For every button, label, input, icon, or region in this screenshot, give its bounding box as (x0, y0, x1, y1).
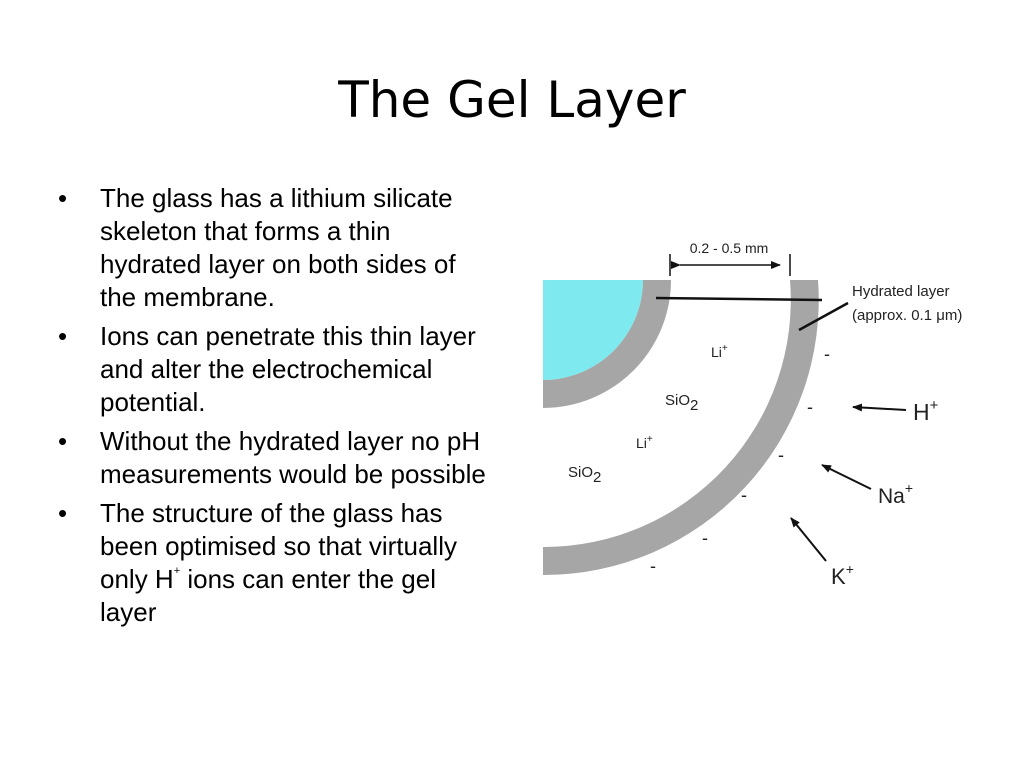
h-ion-arrow (852, 403, 907, 412)
bullet-text-part: ions can enter the gel layer (100, 564, 436, 627)
bullet-text: The structure of the glass has been opti… (100, 498, 457, 627)
negative-charge: - (778, 445, 784, 465)
dimension-label: 0.2 - 0.5 mm (690, 240, 769, 256)
negative-charge: - (824, 344, 830, 364)
h-superscript: + (173, 565, 181, 577)
slide-title: The Gel Layer (338, 71, 686, 129)
li-ion-label: Li+ (636, 434, 653, 451)
inner-solution-region (543, 280, 643, 380)
negative-charge: - (702, 528, 708, 548)
bullet-dot-icon: • (58, 498, 68, 528)
sio2-label: SiO2 (568, 464, 601, 486)
callout-line-outer (798, 301, 849, 332)
k-ion-arrow (790, 517, 827, 562)
bullet-item: • The structure of the glass has been op… (58, 497, 498, 629)
hydrated-layer-thickness: (approx. 0.1 μm) (852, 307, 962, 324)
callout-line-inner (655, 296, 823, 302)
negative-charge: - (741, 485, 747, 505)
inner-hydrated-layer (543, 280, 671, 408)
bullet-text: The glass has a lithium silicate skeleto… (100, 183, 456, 312)
sio2-label: SiO2 (665, 392, 698, 414)
negative-charge: - (650, 556, 656, 576)
bullet-text: Ions can penetrate this thin layer and a… (100, 321, 476, 417)
bullet-item: • Without the hydrated layer no pH measu… (58, 425, 498, 491)
na-ion-arrow (821, 464, 872, 490)
bullet-dot-icon: • (58, 183, 68, 213)
bullet-text-part: The structure of the glass has been opti… (100, 498, 457, 594)
bullet-list: • The glass has a lithium silicate skele… (58, 182, 498, 635)
k-ion-label: K+ (831, 561, 854, 589)
gel-layer-diagram-svg: 0.2 - 0.5 mm Hydrated layer (approx. 0.1… (543, 240, 962, 589)
gel-layer-diagram: 0.2 - 0.5 mm Hydrated layer (approx. 0.1… (530, 225, 1024, 605)
bullet-dot-icon: • (58, 426, 68, 456)
hydrated-layer-label: Hydrated layer (852, 283, 950, 300)
bullet-item: • Ions can penetrate this thin layer and… (58, 320, 498, 419)
outer-hydrated-layer (543, 280, 819, 576)
bullet-item: • The glass has a lithium silicate skele… (58, 182, 498, 314)
na-ion-label: Na+ (878, 480, 913, 508)
h-ion-label: H+ (913, 397, 939, 425)
li-ion-label: Li+ (711, 343, 728, 360)
negative-charge: - (807, 397, 813, 417)
bullet-dot-icon: • (58, 321, 68, 351)
bullet-text: Without the hydrated layer no pH measure… (100, 426, 486, 489)
